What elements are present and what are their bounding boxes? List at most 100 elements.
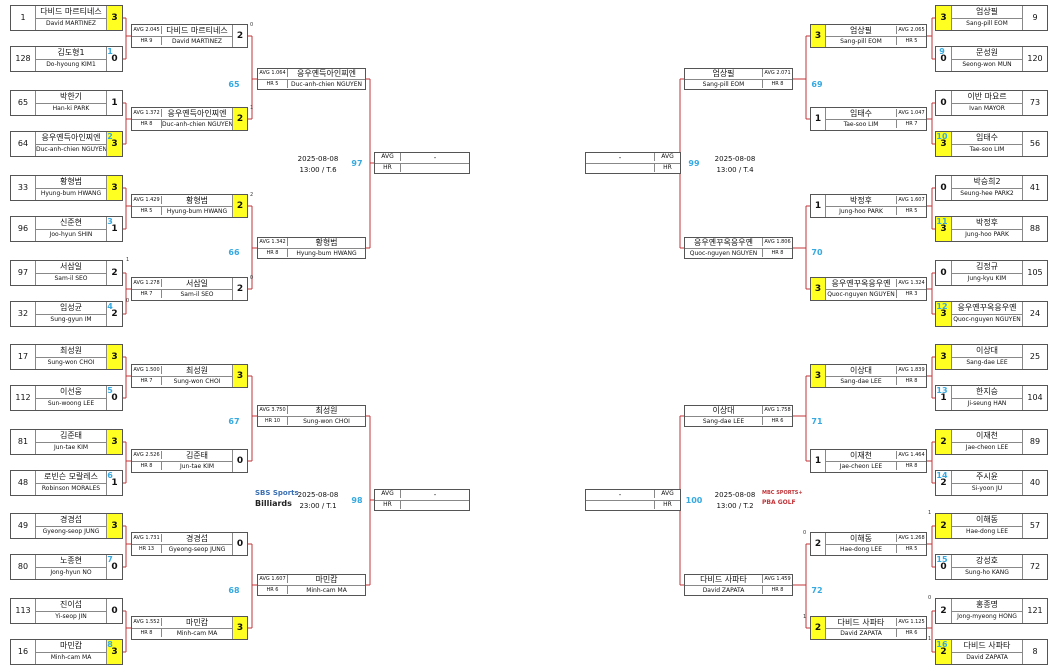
match-score: 3: [811, 25, 826, 47]
player-name-english: David MARTINEZ: [162, 36, 232, 46]
player-name-korean: 황형범: [185, 196, 209, 205]
player-average: AVG 2.071: [762, 69, 792, 77]
player-name-korean: 경경섭: [185, 534, 209, 543]
player-name-english: Robinson MORALES: [36, 483, 106, 493]
player-name-english: Duc-anh-chien NGUYEN: [288, 79, 365, 89]
player-name-korean: 응우옌꾸옥응우옌: [831, 279, 891, 288]
player-average: AVG 1.064: [258, 69, 288, 77]
player-name-english: Jun-tae KIM: [162, 461, 232, 471]
match-score: 2: [232, 108, 247, 130]
set-score: 1: [126, 257, 130, 263]
player-name-english: Minh-cam MA: [288, 585, 365, 595]
match-number: 70: [811, 248, 823, 257]
player-name-korean: 임성균: [59, 303, 83, 312]
seed-number: 49: [11, 514, 36, 538]
match-number: 68: [228, 586, 240, 595]
set-score: 2: [250, 192, 254, 198]
player-name-korean: 경경섭: [59, 515, 83, 524]
seed-number: 121: [1022, 599, 1047, 623]
set-score: 1: [803, 614, 807, 620]
player-name-english: Sung-gyun IM: [36, 314, 106, 324]
match-score: 3: [936, 132, 952, 156]
match-score: 1: [936, 386, 952, 410]
player-name-korean: 김정규: [975, 262, 999, 271]
player-name-english: Duc-anh-chien NGUYEN: [36, 144, 106, 153]
player-average: AVG 1.459: [762, 575, 792, 583]
seed-number: 81: [11, 430, 36, 454]
match-number: 1: [107, 46, 113, 56]
match-score: 2: [936, 599, 952, 623]
player-name-english: David ZAPATA: [685, 585, 762, 595]
player-high-run: HR: [375, 163, 401, 172]
match-score: 3: [106, 345, 122, 369]
player-name-korean: -: [618, 491, 622, 499]
player-name-english: Hyung-bum HWANG: [36, 188, 106, 198]
player-high-run: HR 8: [258, 248, 288, 257]
seed-number: 128: [11, 47, 36, 71]
player-name-korean: 마민캄: [59, 641, 83, 650]
player-average: AVG 1.324: [896, 279, 926, 287]
pba-golf-logo: PBA GOLF: [762, 499, 796, 506]
